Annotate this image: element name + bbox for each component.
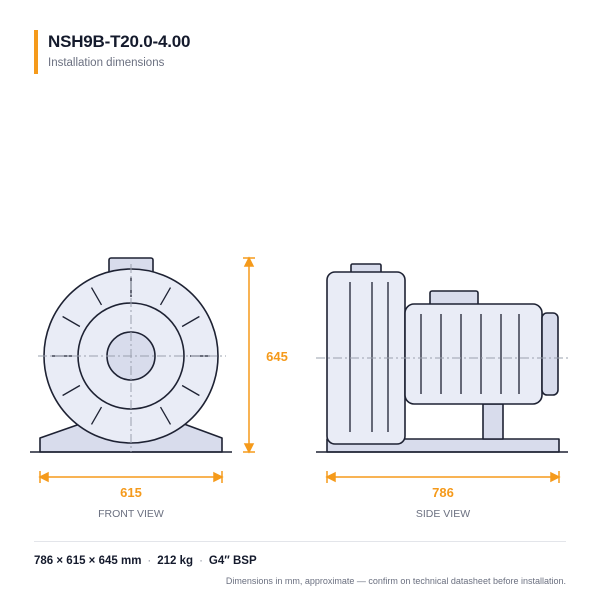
side-motor-fins <box>420 314 520 394</box>
page-title: NSH9B-T20.0-4.00 <box>48 32 191 51</box>
side-length-dimension-label: 786 <box>432 485 454 500</box>
front-view-label: FRONT VIEW <box>98 508 164 520</box>
spec-size: 786 × 615 × 645 mm <box>34 555 142 567</box>
title-block: NSH9B-T20.0-4.00 Installation dimensions <box>34 30 191 74</box>
side-pump-ribs <box>349 282 389 432</box>
spec-summary: 786 × 615 × 645 mm · 212 kg · G4″ BSP <box>34 555 257 567</box>
center-lines <box>38 264 568 452</box>
separator-dot: · <box>199 555 203 567</box>
page-subtitle: Installation dimensions <box>48 57 165 69</box>
front-width-dimension-label: 615 <box>120 485 142 500</box>
side-view-label: SIDE VIEW <box>416 508 470 520</box>
dimension-lines <box>38 256 561 483</box>
separator-dot: · <box>147 555 152 567</box>
divider <box>34 541 566 542</box>
side-view <box>326 263 560 453</box>
spec-connection: G4″ BSP <box>208 555 257 567</box>
side-fan-cover <box>541 312 559 396</box>
spec-weight: 212 kg <box>157 555 194 567</box>
side-motor-support <box>482 403 504 440</box>
height-dimension-label: 645 <box>266 349 288 364</box>
side-motor-body <box>404 303 543 405</box>
footnote: Dimensions in mm, approximate — confirm … <box>225 576 566 586</box>
